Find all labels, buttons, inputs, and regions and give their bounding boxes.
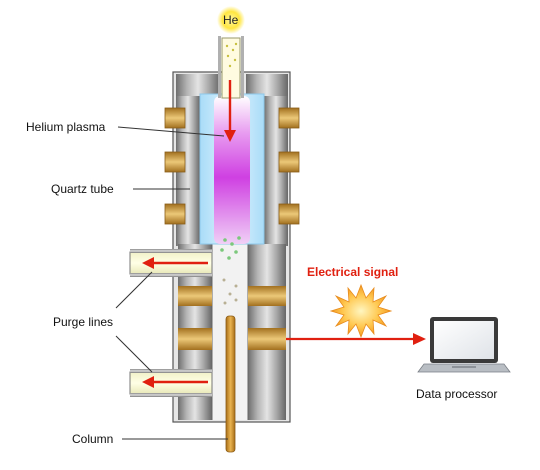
electrode-rings — [164, 107, 300, 350]
column — [225, 315, 236, 453]
purge-line-lower — [129, 369, 213, 397]
helium-plasma — [214, 96, 250, 244]
label-data-processor: Data processor — [416, 387, 497, 401]
purge-line-upper — [129, 249, 213, 277]
label-helium-plasma: Helium plasma — [26, 120, 106, 134]
analyte-particles — [220, 236, 241, 260]
leader-lines — [115, 126, 228, 440]
helium-inlet — [217, 6, 245, 99]
spark-icon — [329, 283, 393, 339]
laptop-icon — [417, 317, 511, 373]
helium-label: He — [223, 13, 239, 27]
helium-flow-arrow — [224, 80, 236, 142]
label-electrical-signal: Electrical signal — [307, 265, 398, 279]
sample-particles — [222, 278, 238, 305]
label-purge-lines: Purge lines — [53, 315, 113, 329]
electrical-signal-arrow — [286, 333, 426, 345]
label-quartz-tube: Quartz tube — [51, 182, 114, 196]
label-column: Column — [72, 432, 113, 446]
